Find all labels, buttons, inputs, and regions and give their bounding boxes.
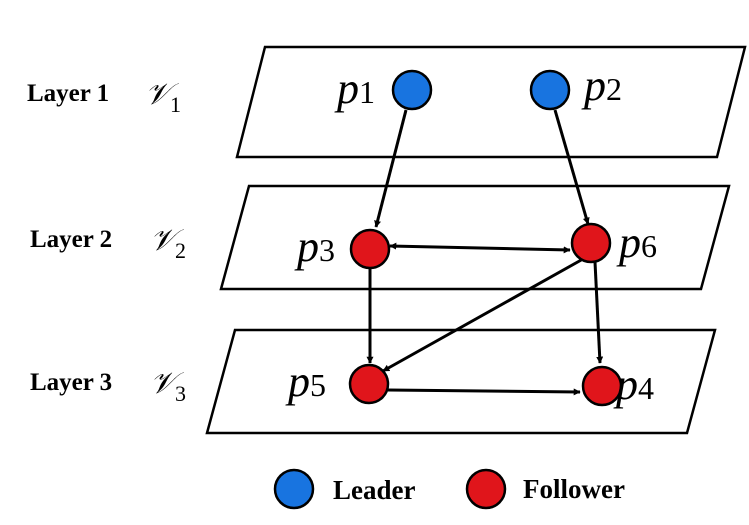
node-label-p2: p2 <box>581 61 622 110</box>
legend-follower-label: Follower <box>523 474 625 504</box>
edge-p3-p6 <box>389 242 571 254</box>
layer-2-label: Layer 2 <box>30 226 112 253</box>
layer-2-label-group: Layer 2 𝒱 2 <box>30 223 186 263</box>
node-label-p1: p1 <box>334 64 375 113</box>
legend-follower-marker <box>465 468 507 510</box>
layer-1-subscript: 1 <box>170 92 181 117</box>
node-p1 <box>391 69 433 111</box>
edge-p5-p4 <box>387 388 581 396</box>
layer-2-subscript: 2 <box>175 238 186 263</box>
node-label-p4: p4 <box>613 360 654 409</box>
legend-leader-label: Leader <box>333 475 415 505</box>
node-p6 <box>570 222 612 264</box>
edge-p6-p5 <box>382 257 584 373</box>
layer-1-plane <box>235 45 747 159</box>
node-p2 <box>529 69 571 111</box>
layer-2-plane <box>219 184 731 291</box>
node-p4 <box>581 365 623 407</box>
legend-leader-marker <box>273 468 315 510</box>
layer-1-label: Layer 1 <box>27 80 109 107</box>
layer-1-label-group: Layer 1 𝒱 1 <box>27 77 181 117</box>
layer-3-label: Layer 3 <box>30 369 112 396</box>
legend: Leader Follower <box>273 468 625 510</box>
edge-p1-p3 <box>374 109 408 228</box>
edge-p2-p6 <box>553 109 590 225</box>
node-label-p5: p5 <box>285 357 326 406</box>
node-p5 <box>348 363 390 405</box>
edge-p6-p4 <box>593 261 604 364</box>
layer-3-label-group: Layer 3 𝒱 3 <box>30 366 186 406</box>
layer-3-plane <box>205 328 717 435</box>
node-label-p6: p6 <box>616 218 657 267</box>
layer-3-subscript: 3 <box>175 381 186 406</box>
node-label-p3: p3 <box>294 222 335 271</box>
node-p3 <box>349 228 391 270</box>
